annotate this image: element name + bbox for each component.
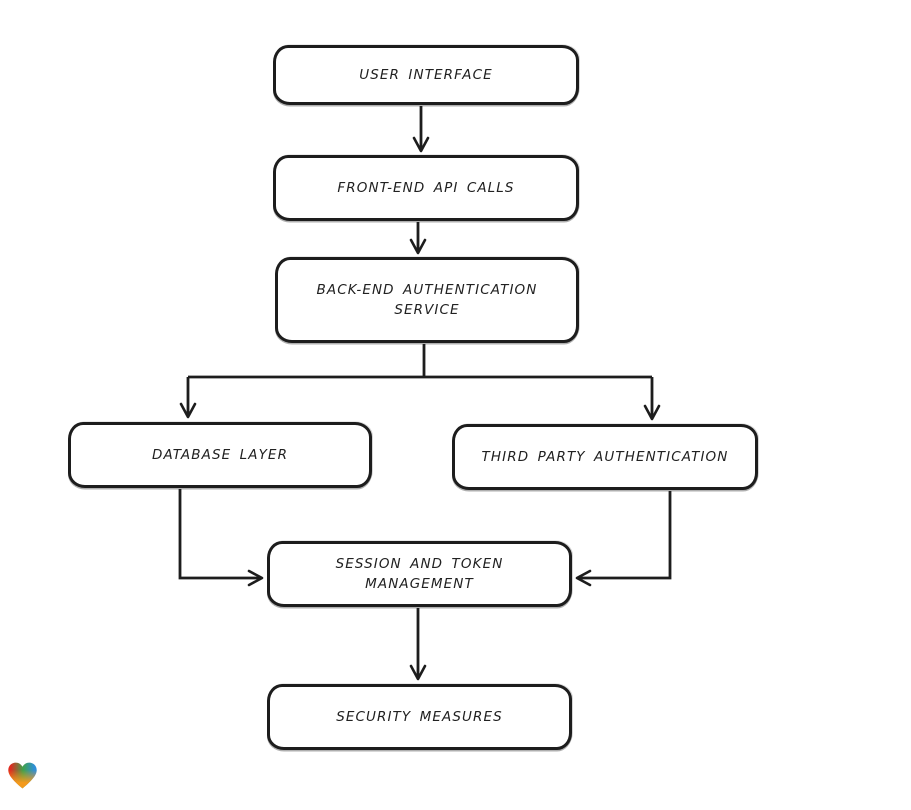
node-frontend-api-calls-label: FRONT-END API CALLS (337, 180, 515, 196)
node-database-layer-label: DATABASE LAYER (151, 447, 289, 463)
node-user-interface[interactable]: USER INTERFACE (273, 45, 579, 105)
node-session-token-management[interactable]: SESSION AND TOKEN MANAGEMENT (267, 541, 572, 607)
heart-gradient-logo (8, 762, 37, 789)
node-backend-auth-service-label-line1: BACK-END AUTHENTICATION (316, 282, 538, 298)
node-third-party-auth-label: THIRD PARTY AUTHENTICATION (481, 449, 729, 465)
edge-database-to-session (178, 489, 264, 587)
node-third-party-auth[interactable]: THIRD PARTY AUTHENTICATION (452, 424, 758, 490)
node-session-token-management-label-line2: MANAGEMENT (365, 576, 474, 592)
node-security-measures[interactable]: SECURITY MEASURES (267, 684, 572, 750)
node-database-layer[interactable]: DATABASE LAYER (68, 422, 372, 488)
heart-shape-overlay (8, 762, 37, 789)
node-frontend-api-calls[interactable]: FRONT-END API CALLS (273, 155, 579, 221)
node-backend-auth-service-label-line2: SERVICE (394, 302, 460, 318)
edge-backend-branch (188, 344, 652, 379)
node-session-token-management-label-line1: SESSION AND TOKEN (335, 556, 504, 572)
node-security-measures-label: SECURITY MEASURES (336, 709, 503, 725)
node-backend-auth-service[interactable]: BACK-END AUTHENTICATION SERVICE (275, 257, 579, 343)
node-user-interface-label: USER INTERFACE (359, 67, 493, 83)
edge-thirdparty-to-session (575, 491, 672, 587)
